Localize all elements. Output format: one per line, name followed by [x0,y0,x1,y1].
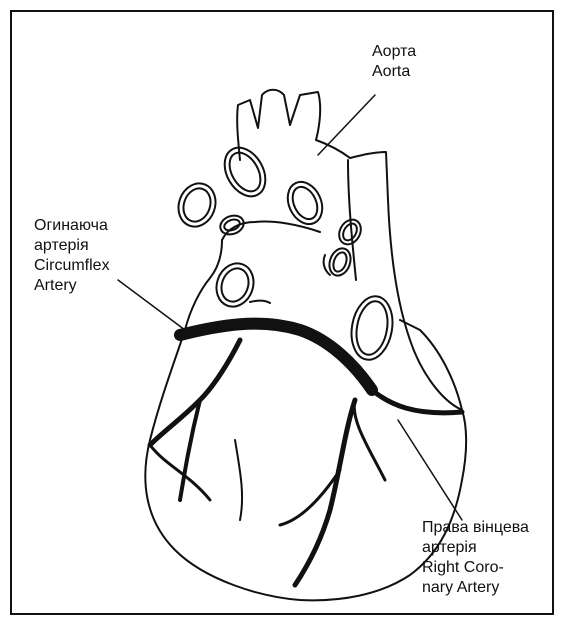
right-coronary-label-en-1: Right Coro- [422,558,529,578]
circumflex-pointer [118,280,185,330]
pulmonary-vein-ring-2 [326,245,354,278]
circumflex-label-en-2: Artery [34,276,110,296]
coronary-band [180,324,372,390]
right-coronary-label-uk-2: артерія [422,538,529,558]
aorta-label: Аорта Aorta [372,42,416,82]
aortic-vessel-ring [216,140,273,203]
circumflex-label-uk-2: артерія [34,236,110,256]
pulmonary-vein-ring-1 [335,216,365,249]
aorta-body [237,90,350,160]
right-coronary-label: Права вінцева артерія Right Coro- nary A… [422,518,529,598]
large-right-ring [347,293,398,363]
circumflex-label-en-1: Circumflex [34,256,110,276]
right-coronary-label-uk-1: Права вінцева [422,518,529,538]
left-vessel-ring [173,178,222,232]
vena-cava [350,152,462,410]
aorta-label-uk: Аорта [372,42,416,62]
right-coronary-label-en-2: nary Artery [422,578,529,598]
right-vessel-ring [281,176,329,229]
right-coronary-pointer [398,420,462,520]
aorta-label-en: Aorta [372,62,416,82]
circumflex-label: Огинаюча артерія Circumflex Artery [34,216,110,296]
circumflex-label-uk-1: Огинаюча [34,216,110,236]
middle-vessel-ring [218,212,247,237]
aorta-pointer [318,95,375,155]
